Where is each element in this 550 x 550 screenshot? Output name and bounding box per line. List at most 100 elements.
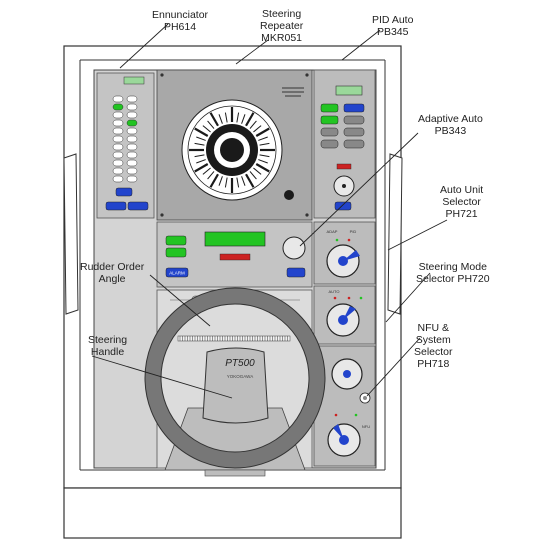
dial-tick xyxy=(209,112,219,127)
repeater-knob[interactable] xyxy=(284,190,294,200)
callout-adaptive-auto-line2: PB343 xyxy=(434,125,467,137)
nfu-label: NFU xyxy=(362,424,370,429)
pid-button-7[interactable] xyxy=(343,139,365,149)
ennunciator-lamp[interactable] xyxy=(112,151,124,159)
callout-steering-handle: Steering Handle xyxy=(88,334,127,358)
ennunciator-lamp[interactable] xyxy=(126,111,138,119)
mode-button-green-1[interactable] xyxy=(165,235,187,246)
pid-button-4[interactable] xyxy=(320,127,339,137)
dial-tick xyxy=(249,120,257,129)
pid-button-6[interactable] xyxy=(320,139,339,149)
pid-button-blue-1[interactable] xyxy=(343,103,365,113)
callout-adaptive-auto: Adaptive Auto PB343 xyxy=(418,113,483,137)
ennunciator-lamp[interactable] xyxy=(126,135,138,143)
ennunciator-lamp[interactable] xyxy=(112,143,124,151)
ennunciator-lamp[interactable] xyxy=(112,103,124,111)
dial-tick xyxy=(241,176,246,186)
pid-button-5[interactable] xyxy=(343,127,365,137)
steering-wheel[interactable] xyxy=(144,287,326,469)
repeater-screw-br xyxy=(305,213,309,217)
callout-ennunciator-line1: Ennunciator xyxy=(152,9,209,21)
dial-tick xyxy=(218,176,223,186)
dial-tick xyxy=(245,173,255,188)
alarm-button[interactable] xyxy=(165,267,189,278)
ennunciator-lamp[interactable] xyxy=(112,95,124,103)
dial-tick xyxy=(259,154,270,158)
rudder-order-display xyxy=(204,231,266,247)
dial-tick xyxy=(241,114,246,124)
dial-tick xyxy=(202,125,211,133)
steering-handle[interactable] xyxy=(202,347,269,424)
ennunciator-lamp[interactable] xyxy=(126,95,138,103)
callout-ennunciator: Ennunciator PH614 xyxy=(152,9,208,33)
callout-auto-unit-selector-line1: Auto Unit xyxy=(440,184,484,196)
repeater-screw-bl xyxy=(160,213,164,217)
ennunciator-lamp[interactable] xyxy=(126,103,138,111)
callout-adaptive-auto-line1: Adaptive Auto xyxy=(418,113,483,125)
dial-tick xyxy=(253,167,262,175)
pid-blue-button-bottom[interactable] xyxy=(334,201,352,211)
dial-tick xyxy=(245,112,255,127)
mode-button-green-2[interactable] xyxy=(165,247,187,258)
ennunciator-lamp[interactable] xyxy=(126,143,138,151)
ennunciator-lamp[interactable] xyxy=(112,127,124,135)
callout-pid-auto-line2: PB345 xyxy=(376,26,409,38)
ennunciator-lamp[interactable] xyxy=(112,167,124,175)
ennunciator-bottom-button[interactable] xyxy=(115,187,133,197)
dial-tick xyxy=(258,159,268,164)
callout-steering-repeater-line1: Steering xyxy=(262,8,302,20)
callout-steering-repeater-line2: Repeater xyxy=(260,20,304,32)
ennunciator-lamp[interactable] xyxy=(112,159,124,167)
callout-rudder-order-angle-line2: Angle xyxy=(98,273,126,285)
callout-steering-repeater-line3: MKR051 xyxy=(261,32,303,44)
pid-button-green-1[interactable] xyxy=(320,103,339,113)
callout-pid-auto-line1: PID Auto xyxy=(372,14,414,26)
ennunciator-blue-button-right[interactable] xyxy=(127,201,149,211)
dial-tick xyxy=(207,120,215,129)
repeater-dial xyxy=(181,99,283,201)
ennunciator-lamp[interactable] xyxy=(126,175,138,183)
callout-nfu-system-selector-line2: System xyxy=(415,334,451,346)
ennunciator-lamp[interactable] xyxy=(112,135,124,143)
callout-nfu-system-selector: NFU & System Selector PH718 xyxy=(414,322,453,370)
ennunciator-lamp[interactable] xyxy=(112,175,124,183)
brand-label: YOKOGAWA xyxy=(227,374,253,379)
pid-button-green-2[interactable] xyxy=(320,115,339,125)
ennunciator-lamp[interactable] xyxy=(126,151,138,159)
callout-steering-repeater: Steering Repeater MKR051 xyxy=(260,8,303,44)
callout-nfu-system-selector-line4: PH718 xyxy=(417,358,450,370)
pid-button-3[interactable] xyxy=(343,115,365,125)
ennunciator-lamp[interactable] xyxy=(126,127,138,135)
dial-tick xyxy=(207,171,215,180)
middle-blue-button[interactable] xyxy=(286,267,306,278)
ennunciator-blue-button-left[interactable] xyxy=(105,201,127,211)
dial-tick xyxy=(194,154,205,158)
middle-knob[interactable] xyxy=(282,236,306,260)
dial-tick xyxy=(224,112,228,123)
ennunciator-lamp[interactable] xyxy=(112,119,124,127)
ennunciator-lamp[interactable] xyxy=(126,119,138,127)
pid-auto-display xyxy=(335,85,363,96)
dial-tick xyxy=(249,171,257,180)
dial-tick xyxy=(236,112,240,123)
adap-label: ADAP xyxy=(327,229,338,234)
ennunciator-lamp[interactable] xyxy=(112,111,124,119)
dial-tick xyxy=(194,163,209,173)
callout-steering-handle-line2: Handle xyxy=(90,346,125,358)
dial-tick xyxy=(253,125,262,133)
dial-tick xyxy=(202,167,211,175)
dial-tick xyxy=(236,177,240,188)
callout-nfu-system-selector-line1: NFU & xyxy=(417,322,450,334)
ennunciator-lamp[interactable] xyxy=(126,159,138,167)
repeater-screw-tr xyxy=(305,73,309,77)
dial-tick xyxy=(196,159,206,164)
callout-steering-mode-selector-line2: Selector PH720 xyxy=(416,273,490,285)
callout-auto-unit-selector: Auto Unit Selector PH721 xyxy=(440,184,483,220)
callout-rudder-order-angle-line1: Rudder Order xyxy=(80,261,145,273)
ennunciator-buttons xyxy=(112,95,138,183)
ennunciator-lamp[interactable] xyxy=(126,167,138,175)
auto-label: AUTO xyxy=(328,289,339,294)
callout-auto-unit-selector-line2: Selector xyxy=(442,196,481,208)
left-side-handle xyxy=(63,153,79,315)
